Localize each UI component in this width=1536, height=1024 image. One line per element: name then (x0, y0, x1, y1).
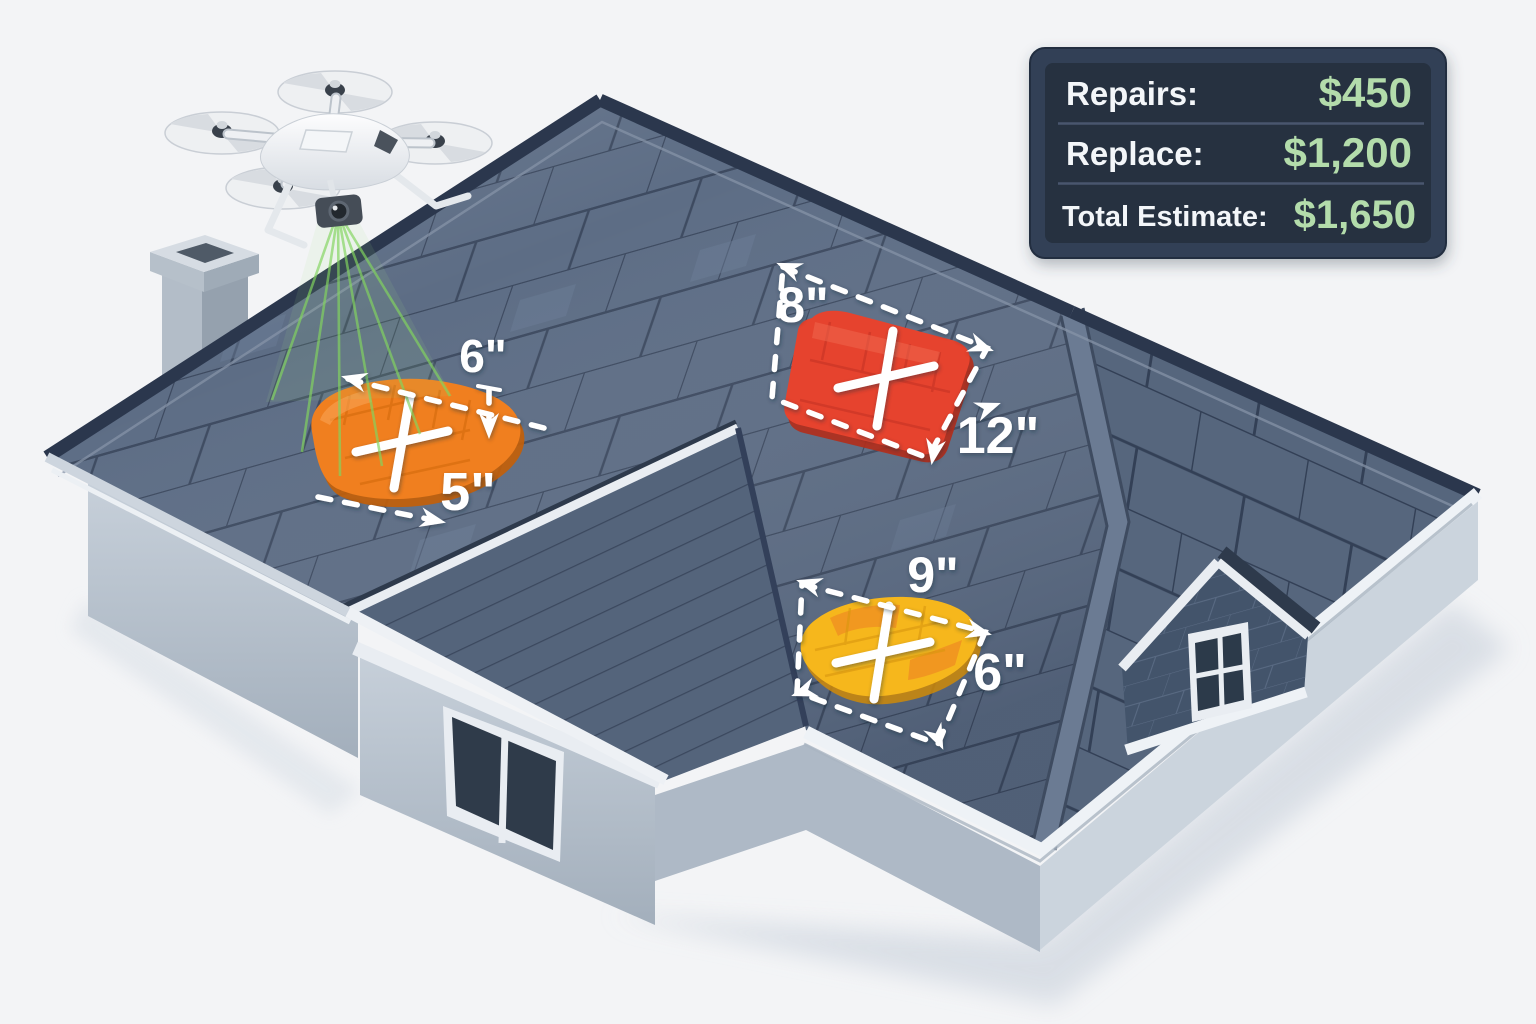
wall-right (1040, 497, 1478, 950)
measurement-label-red-width: 12" (957, 407, 1040, 465)
dormer (1118, 546, 1321, 756)
drone (164, 70, 493, 249)
estimate-panel: Repairs: $450 Replace: $1,200 Total Esti… (1029, 47, 1447, 259)
chimney-flue (176, 243, 234, 263)
roof-front-gable-slope (342, 419, 809, 780)
window-mullion (498, 732, 509, 844)
fascia-left (44, 452, 351, 617)
replace-value: $1,200 (1284, 129, 1412, 176)
total-estimate-value: $1,650 (1294, 193, 1416, 237)
estimate-row-replace: Replace: $1,200 (1066, 129, 1412, 176)
damage-spot-red (784, 310, 974, 463)
front-window (443, 706, 564, 862)
replace-label: Replace: (1066, 135, 1204, 172)
house-walls (44, 452, 1483, 952)
measurement-line (345, 376, 559, 434)
roof-valley (735, 427, 809, 727)
camera-gimbal-icon (315, 194, 363, 228)
damage-marker-cross (831, 601, 935, 704)
gable-rake-trim (345, 607, 669, 785)
panel-divider (1058, 122, 1424, 185)
measurement-label-yellow-height: 6" (973, 644, 1027, 702)
wall-front-right (655, 744, 1040, 952)
measurement-box (769, 263, 991, 462)
measurement-label-yellow-width: 9" (907, 547, 959, 603)
damage-marker-cross (833, 326, 939, 431)
repairs-label: Repairs: (1066, 75, 1198, 112)
measurement-annotations: 6" 5" 8" 12" 9" 6" (315, 253, 1040, 754)
gutter (803, 487, 1483, 858)
scan-beams (266, 211, 452, 477)
gable-header-trim (352, 641, 663, 789)
dormer-gutter (1124, 686, 1308, 756)
measurement-label-orange-width: 5" (440, 462, 496, 522)
dormer-window (1188, 622, 1252, 722)
damage-spot-orange (311, 378, 525, 508)
measurement-label-red-height: 8" (777, 277, 829, 333)
scan-beam (270, 211, 452, 477)
roof-hip-ridge (1031, 307, 1131, 851)
damage-spot-yellow (800, 596, 982, 705)
roof-edge-bands (43, 94, 1481, 516)
dormer-rake-right (1215, 558, 1311, 640)
measurement-label-orange-height: 6" (459, 330, 506, 382)
wall-left (88, 480, 358, 758)
estimate-row-repairs: Repairs: $450 (1066, 69, 1412, 116)
gable-ridge-trim (346, 423, 740, 617)
repairs-value: $450 (1319, 69, 1412, 116)
measurement-line (315, 494, 441, 524)
damage-marker-cross (351, 391, 453, 493)
dormer-rake-left (1118, 558, 1222, 672)
total-estimate-label: Total Estimate: (1062, 201, 1268, 233)
estimate-row-total: Total Estimate: $1,650 (1062, 193, 1416, 237)
landing-legs (264, 162, 472, 249)
